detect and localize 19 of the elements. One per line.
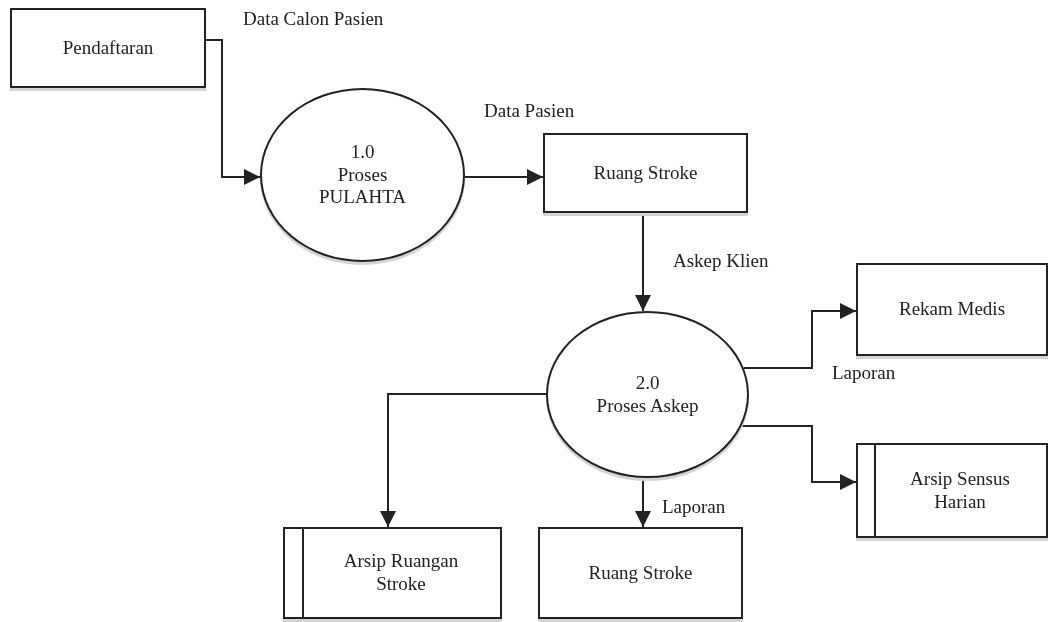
node-label: Arsip Sensus Harian (909, 467, 1011, 514)
node-label: Proses Askep (596, 394, 699, 418)
process-number: 1.0 (350, 140, 375, 164)
arrow (463, 169, 544, 185)
data-store-box (283, 527, 502, 619)
entity-box (856, 263, 1048, 356)
data-store-box (856, 443, 1048, 538)
arrow (380, 393, 547, 528)
node-label: Ruang Stroke (593, 161, 698, 185)
process-number: 2.0 (635, 371, 660, 395)
node-label: Pendaftaran (62, 36, 154, 60)
arrow (205, 39, 262, 185)
node-label: Rekam Medis (898, 298, 1006, 321)
node-label: Arsip Ruangan Stroke (342, 550, 460, 596)
node-label: Proses PULAHTA (317, 163, 408, 210)
entity-box (543, 133, 748, 213)
entity-box (10, 8, 206, 88)
node-label: Ruang Stroke (588, 561, 693, 585)
entity-box (538, 527, 743, 619)
